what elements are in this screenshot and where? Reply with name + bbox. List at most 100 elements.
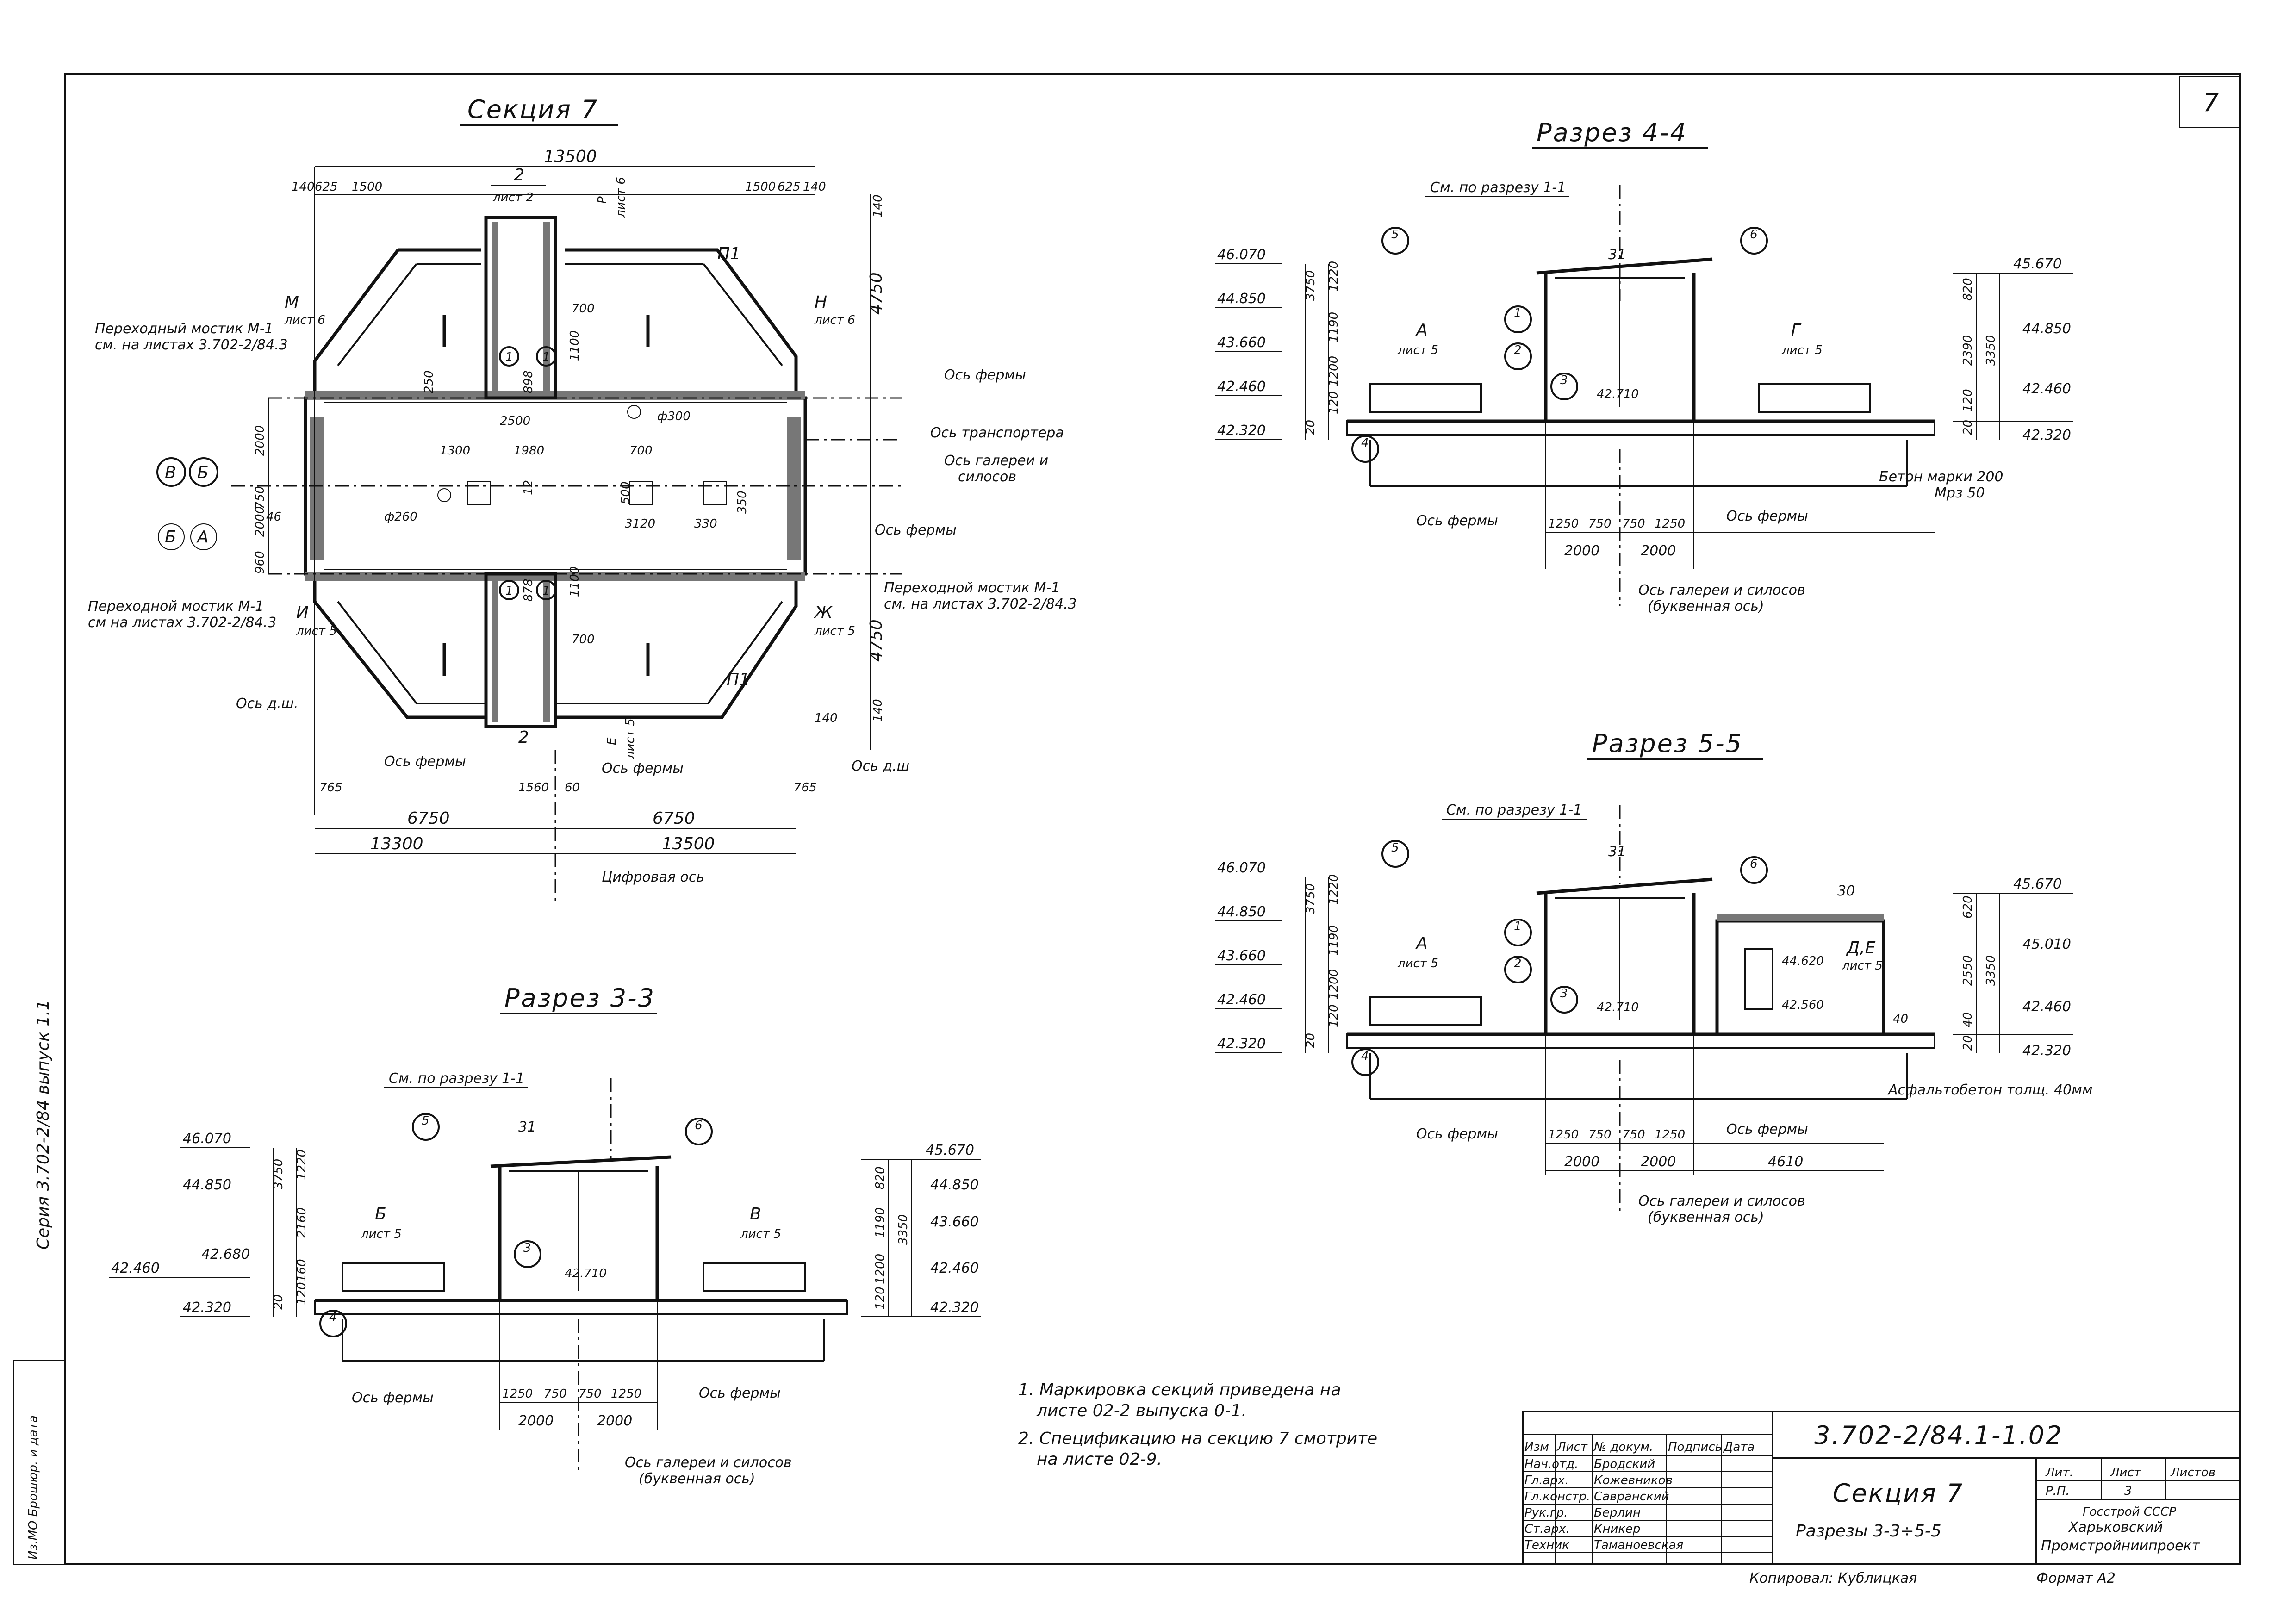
tb-name-5: Кникер bbox=[1594, 1522, 1641, 1536]
shaft-upper-hatch-l bbox=[492, 222, 498, 393]
gallery-label-2: (буквенная ось) bbox=[1648, 1209, 1764, 1225]
elev-43660: 43.660 bbox=[1217, 948, 1266, 964]
material-note-1: Бетон марки 200 bbox=[1879, 469, 2004, 485]
conveyor-axis-label: Ось транспортера bbox=[930, 425, 1064, 441]
note-2-line-1: 2. Спецификацию на секцию 7 смотрите bbox=[1018, 1429, 1377, 1448]
annex-room bbox=[1715, 919, 1885, 1036]
vdim-120: 120 bbox=[1327, 391, 1341, 414]
callout-6 bbox=[685, 1118, 713, 1145]
elev-43660: 43.660 bbox=[1217, 335, 1266, 351]
elev-42320: 42.320 bbox=[183, 1300, 231, 1316]
platform-mark-p1-bottom: П1 bbox=[727, 670, 750, 689]
room-dim-40: 40 bbox=[1893, 1012, 1908, 1026]
callout-5-num: 5 bbox=[422, 1114, 429, 1128]
ladder-mark-1: 1 bbox=[505, 350, 513, 364]
truss-label-right: Ось фермы bbox=[1726, 508, 1808, 524]
vdim-3750: 3750 bbox=[1304, 270, 1318, 301]
dim-6750-left: 6750 bbox=[407, 809, 450, 828]
dim-625-left: 625 bbox=[315, 180, 338, 194]
vdim-3350: 3350 bbox=[1984, 335, 1998, 366]
right-ref-letter: В bbox=[750, 1205, 761, 1224]
tb-org-2: Харьковский bbox=[2068, 1519, 2163, 1536]
sheet-frame bbox=[64, 73, 2241, 1565]
tb-hdr-list: Лист bbox=[1556, 1440, 1588, 1454]
vdim-120r: 120 bbox=[873, 1287, 887, 1310]
right-ref-letter: Г bbox=[1791, 321, 1802, 340]
callout-5 bbox=[1381, 227, 1409, 255]
side-stamp: Серия 3.702-2/84 выпуск 1.1 bbox=[34, 1000, 53, 1250]
tb-org-3: Промстройниипроект bbox=[2041, 1538, 2201, 1554]
ladder-circle-2 bbox=[536, 346, 556, 367]
roof-mark: 31 bbox=[518, 1119, 536, 1135]
callout-2-num: 2 bbox=[1514, 343, 1522, 357]
callout-4 bbox=[319, 1310, 347, 1337]
dim-700-b: 700 bbox=[572, 302, 595, 316]
left-ref-sheet: лист 5 bbox=[1397, 957, 1438, 970]
note-2-line-2: на листе 02-9. bbox=[1037, 1450, 1162, 1469]
callout-5 bbox=[1381, 840, 1409, 868]
platform-mark-p1-top: П1 bbox=[717, 244, 740, 263]
stack-left bbox=[342, 1262, 445, 1292]
dim-2500: 2500 bbox=[500, 414, 530, 428]
title-block: Изм Лист № докум. Подпись Дата Нач.отд. … bbox=[1522, 1411, 2241, 1565]
truss-label-left: Ось фермы bbox=[1416, 513, 1498, 529]
elev-r-42320: 42.320 bbox=[2022, 427, 2071, 443]
axis-circle-v bbox=[156, 457, 186, 487]
digit-axis-label: Цифровая ось bbox=[602, 869, 704, 885]
vdim-3350: 3350 bbox=[1984, 955, 1998, 986]
elev-r-44850: 45.010 bbox=[2022, 936, 2071, 952]
truss-label-right: Ось фермы bbox=[1726, 1121, 1808, 1138]
dim-4750-bottom: 4750 bbox=[867, 619, 886, 662]
tb-sheet-hdr: Лист bbox=[2110, 1466, 2141, 1480]
shaft-upper-hatch-r bbox=[543, 222, 550, 393]
vdim-20: 20 bbox=[1304, 1033, 1318, 1048]
annex-door bbox=[1744, 948, 1773, 1010]
stack-left bbox=[1369, 996, 1482, 1026]
callout-4-num: 4 bbox=[1361, 436, 1369, 450]
tb-org-1: Госстрой СССР bbox=[2083, 1505, 2176, 1519]
dim-700-c: 700 bbox=[572, 633, 595, 647]
right-ref-sheet: лист 5 bbox=[1781, 343, 1823, 357]
dim-1500-left: 1500 bbox=[352, 180, 382, 194]
roof-mark: 31 bbox=[1608, 844, 1626, 860]
callout-2 bbox=[1504, 342, 1532, 370]
vdim-160: 160 bbox=[295, 1259, 309, 1282]
vdim-3750: 3750 bbox=[1304, 883, 1318, 914]
vdim-3750: 3750 bbox=[272, 1159, 286, 1189]
ladder-mark-3: 1 bbox=[505, 584, 513, 598]
corner-stamp: Из.МО Брошюр. и дата bbox=[26, 1415, 40, 1560]
callout-2 bbox=[1504, 956, 1532, 983]
axis-label-a: А bbox=[196, 528, 209, 547]
vdim-1220: 1220 bbox=[1327, 874, 1341, 905]
bridge-top-label-1: Переходный мостик М-1 bbox=[95, 321, 274, 337]
mark-n-sheet: лист 6 bbox=[814, 313, 855, 327]
mark-e-sheet: лист 5 bbox=[623, 718, 637, 759]
section-3-3: Разрез 3-3 См. по разрезу 1-1 46.070 44.… bbox=[109, 983, 981, 1487]
tb-stage-hdr: Лит. bbox=[2045, 1466, 2073, 1480]
callout-3-num: 3 bbox=[523, 1241, 531, 1255]
elev-r-42320: 42.320 bbox=[2022, 1043, 2071, 1059]
elev-46070: 46.070 bbox=[1217, 247, 1266, 263]
sheet-number: 7 bbox=[2203, 88, 2220, 117]
callout-6-num: 6 bbox=[695, 1119, 703, 1132]
elev-42320: 42.320 bbox=[1217, 1036, 1266, 1052]
vdim-20: 20 bbox=[1304, 420, 1318, 435]
dim-2000-a: 2000 bbox=[253, 425, 267, 456]
callout-4 bbox=[1351, 1048, 1379, 1076]
elev-r-44850: 44.850 bbox=[930, 1177, 979, 1193]
vdim-1200: 1200 bbox=[1327, 356, 1341, 386]
elev-r-45670: 45.670 bbox=[926, 1142, 974, 1158]
mark-m-letter: М bbox=[285, 293, 299, 312]
dim-140-right-bottom: 140 bbox=[815, 711, 838, 725]
see-section-note: См. по разрезу 1-1 bbox=[1430, 180, 1566, 196]
vdim-120: 120 bbox=[1327, 1004, 1341, 1027]
elev-46070: 46.070 bbox=[183, 1131, 231, 1147]
mark-r-letter: Р bbox=[596, 196, 610, 204]
tb-hdr-izm: Изм bbox=[1524, 1440, 1549, 1454]
dim-878: 878 bbox=[522, 578, 535, 602]
vdim-1190: 1190 bbox=[1327, 312, 1341, 342]
mark-e-letter: Е bbox=[605, 737, 619, 745]
mark-i-sheet: лист 5 bbox=[296, 624, 337, 638]
vdim-20r: 20 bbox=[1961, 420, 1975, 435]
